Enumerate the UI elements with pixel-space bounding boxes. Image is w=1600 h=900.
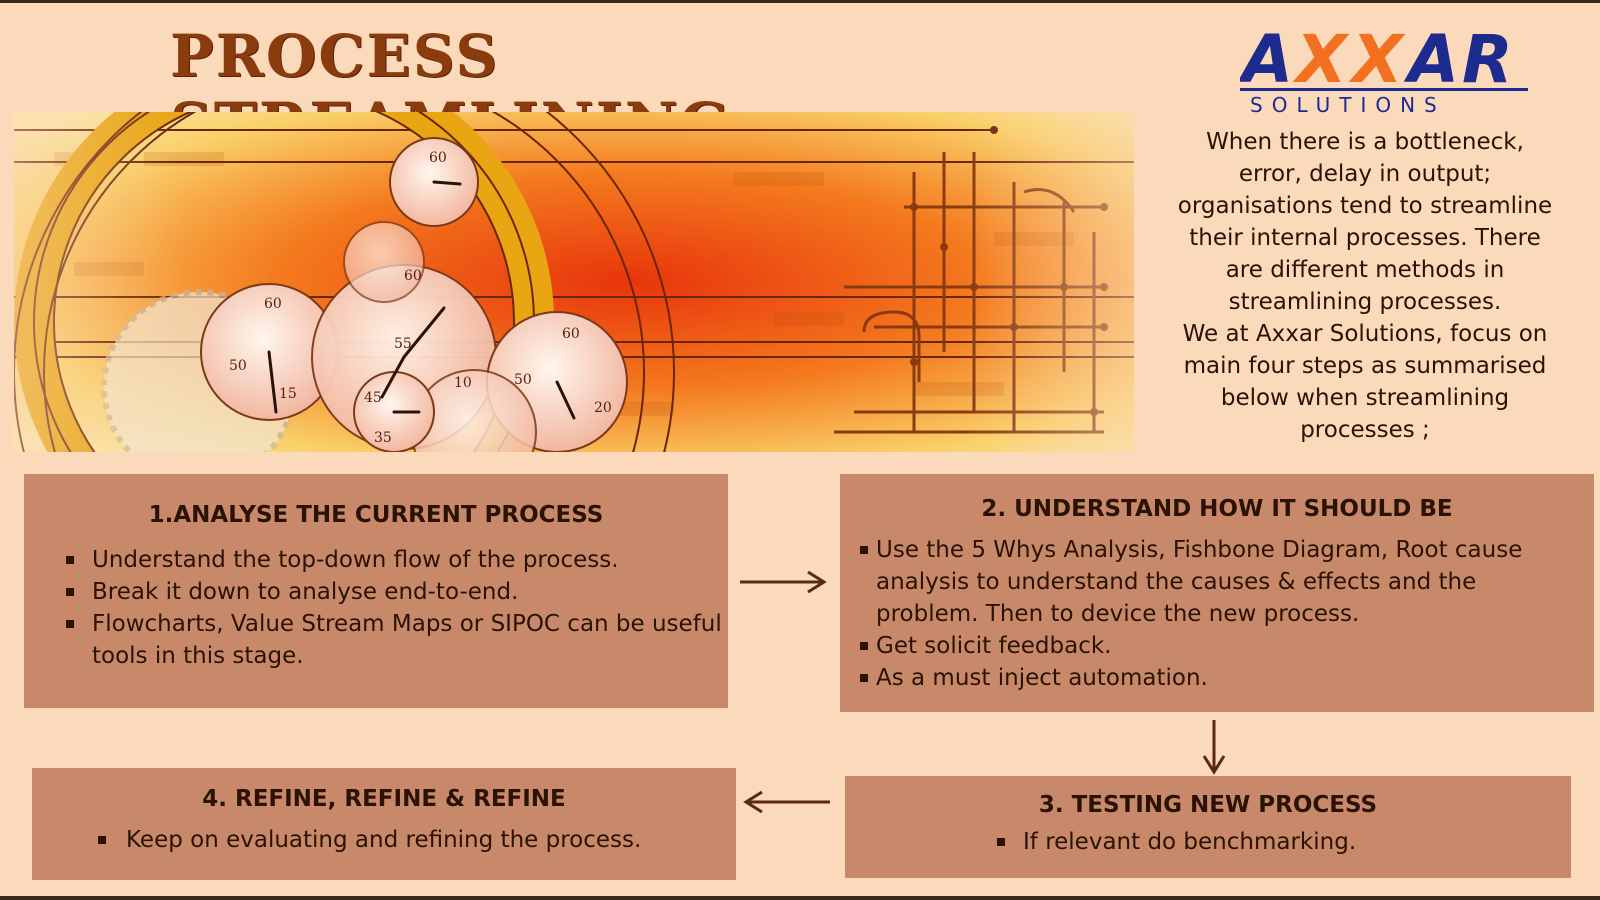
intro-line: organisations tend to streamline bbox=[1177, 193, 1553, 219]
step-2-title: 2. UNDERSTAND HOW IT SHOULD BE bbox=[981, 496, 1453, 522]
step-4-bullets: Keep on evaluating and refining the proc… bbox=[98, 824, 736, 856]
logo-letter-a2: A bbox=[1403, 21, 1455, 98]
step-2-bullets: Use the 5 Whys Analysis, Fishbone Diagra… bbox=[860, 534, 1582, 694]
step-4-refine-box: 4. REFINE, REFINE & REFINE Keep on evalu… bbox=[32, 768, 736, 880]
intro-line: When there is a bottleneck, bbox=[1206, 129, 1524, 155]
step-1-title: 1.ANALYSE THE CURRENT PROCESS bbox=[148, 502, 604, 528]
logo-letter-r: R bbox=[1462, 21, 1509, 98]
arrow-left-icon bbox=[743, 790, 830, 814]
step-1-bullet: Break it down to analyse end-to-end. bbox=[66, 576, 728, 608]
intro-line: their internal processes. There bbox=[1189, 225, 1541, 251]
step-4-bullet: Keep on evaluating and refining the proc… bbox=[98, 824, 736, 856]
step-1-bullets: Understand the top-down flow of the proc… bbox=[66, 544, 728, 672]
step-2-bullet: As a must inject automation. bbox=[860, 662, 1582, 694]
step-3-title: 3. TESTING NEW PROCESS bbox=[1038, 792, 1378, 818]
hero-image-gears-stopwatches: 556010 453560 502060 501560 bbox=[14, 112, 1134, 452]
intro-line: processes ; bbox=[1300, 417, 1430, 443]
step-1-analyse-box: 1.ANALYSE THE CURRENT PROCESS Understand… bbox=[24, 474, 728, 708]
step-4-title: 4. REFINE, REFINE & REFINE bbox=[202, 786, 566, 812]
step-2-bullet: Use the 5 Whys Analysis, Fishbone Diagra… bbox=[860, 534, 1582, 630]
step-1-bullet: Flowcharts, Value Stream Maps or SIPOC c… bbox=[66, 608, 728, 672]
intro-line: main four steps as summarised bbox=[1183, 353, 1547, 379]
step-3-bullets: If relevant do benchmarking. bbox=[997, 826, 1571, 858]
logo-letter-x1: X bbox=[1292, 21, 1350, 98]
intro-line: below when streamlining bbox=[1220, 385, 1510, 411]
arrow-right-icon bbox=[740, 570, 827, 594]
intro-line: are different methods in bbox=[1225, 257, 1505, 283]
logo-underline bbox=[1240, 88, 1528, 91]
company-logo: A X X A R SOLUTIONS bbox=[1240, 21, 1528, 117]
step-2-bullet: Get solicit feedback. bbox=[860, 630, 1582, 662]
intro-line: error, delay in output; bbox=[1238, 161, 1492, 187]
step-3-bullet: If relevant do benchmarking. bbox=[997, 826, 1571, 858]
logo-tagline: SOLUTIONS bbox=[1250, 93, 1446, 117]
step-1-bullet: Understand the top-down flow of the proc… bbox=[66, 544, 728, 576]
intro-line: We at Axxar Solutions, focus on bbox=[1182, 321, 1548, 347]
intro-line: streamlining processes. bbox=[1228, 289, 1502, 315]
intro-text: When there is a bottleneck, error, delay… bbox=[1140, 126, 1590, 446]
step-2-understand-box: 2. UNDERSTAND HOW IT SHOULD BE Use the 5… bbox=[840, 474, 1594, 712]
step-3-testing-box: 3. TESTING NEW PROCESS If relevant do be… bbox=[845, 776, 1571, 878]
logo-letter-x2: X bbox=[1348, 21, 1406, 98]
bottom-border bbox=[0, 896, 1600, 900]
top-border bbox=[0, 0, 1600, 3]
logo-letter-a1: A bbox=[1240, 21, 1289, 98]
arrow-down-icon bbox=[1202, 720, 1226, 775]
